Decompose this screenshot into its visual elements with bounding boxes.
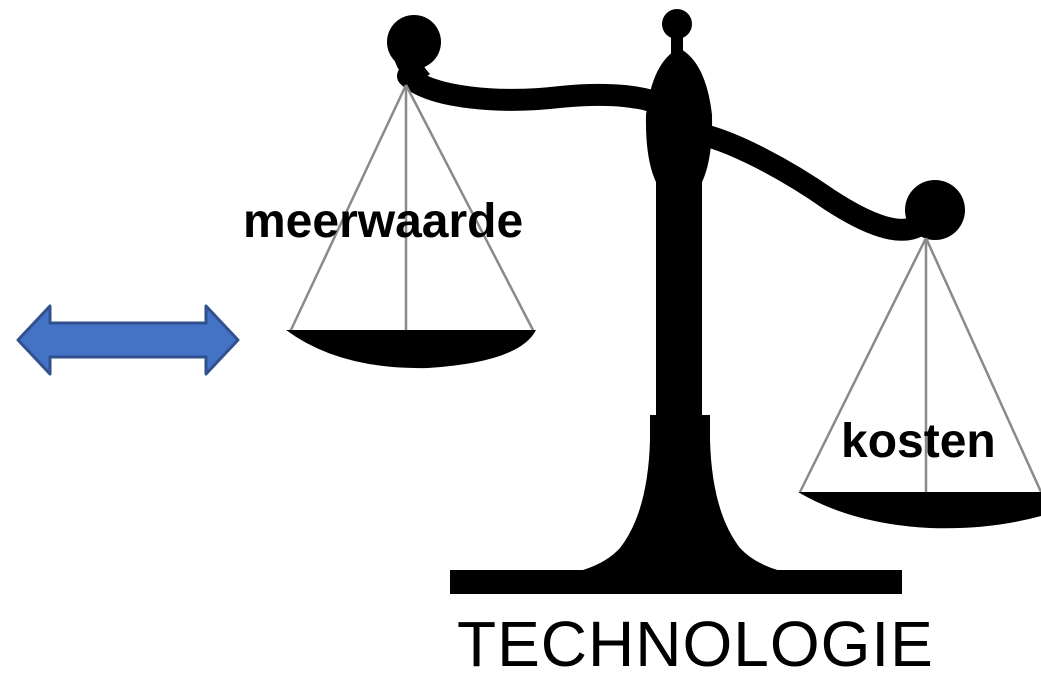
left-pan	[286, 330, 536, 369]
right-pan-label: kosten	[841, 415, 996, 468]
scale-beam	[397, 65, 929, 241]
left-pan-label: meerwaarde	[243, 195, 524, 248]
scale-column	[656, 160, 702, 450]
right-pan-strings	[798, 237, 1041, 493]
scale-caption: TECHNOLOGIE	[457, 608, 934, 680]
scale-finial	[662, 9, 692, 39]
scale-beam-end-right	[905, 180, 965, 240]
left-pan-strings	[288, 84, 536, 333]
right-pan	[798, 492, 1041, 529]
balance-scale-icon	[286, 9, 1041, 594]
scale-foot	[555, 415, 806, 576]
double-arrow-icon	[16, 304, 240, 376]
